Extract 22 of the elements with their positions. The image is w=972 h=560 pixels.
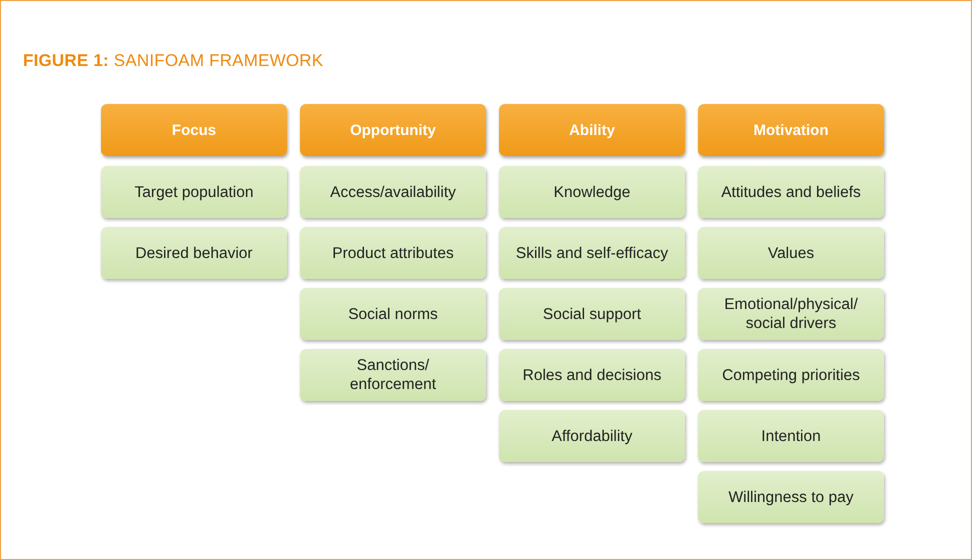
column-header: Ability	[499, 104, 685, 156]
factor-box: Emotional/physical/ social drivers	[698, 288, 884, 340]
factor-box: Values	[698, 227, 884, 279]
factor-box: Willingness to pay	[698, 471, 884, 523]
factor-box: Social norms	[300, 288, 486, 340]
factor-box: Knowledge	[499, 166, 685, 218]
factor-box: Desired behavior	[101, 227, 287, 279]
factor-box: Affordability	[499, 410, 685, 462]
factor-box: Skills and self-efficacy	[499, 227, 685, 279]
factor-box: Attitudes and beliefs	[698, 166, 884, 218]
factor-box: Access/availability	[300, 166, 486, 218]
column-header: Focus	[101, 104, 287, 156]
column-header: Opportunity	[300, 104, 486, 156]
figure-title: FIGURE 1: SANIFOAM FRAMEWORK	[23, 51, 324, 71]
column-header: Motivation	[698, 104, 884, 156]
factor-box: Product attributes	[300, 227, 486, 279]
factor-box: Target population	[101, 166, 287, 218]
factor-box: Sanctions/ enforcement	[300, 349, 486, 401]
factor-box: Social support	[499, 288, 685, 340]
factor-box: Roles and decisions	[499, 349, 685, 401]
factor-box: Intention	[698, 410, 884, 462]
factor-box: Competing priorities	[698, 349, 884, 401]
